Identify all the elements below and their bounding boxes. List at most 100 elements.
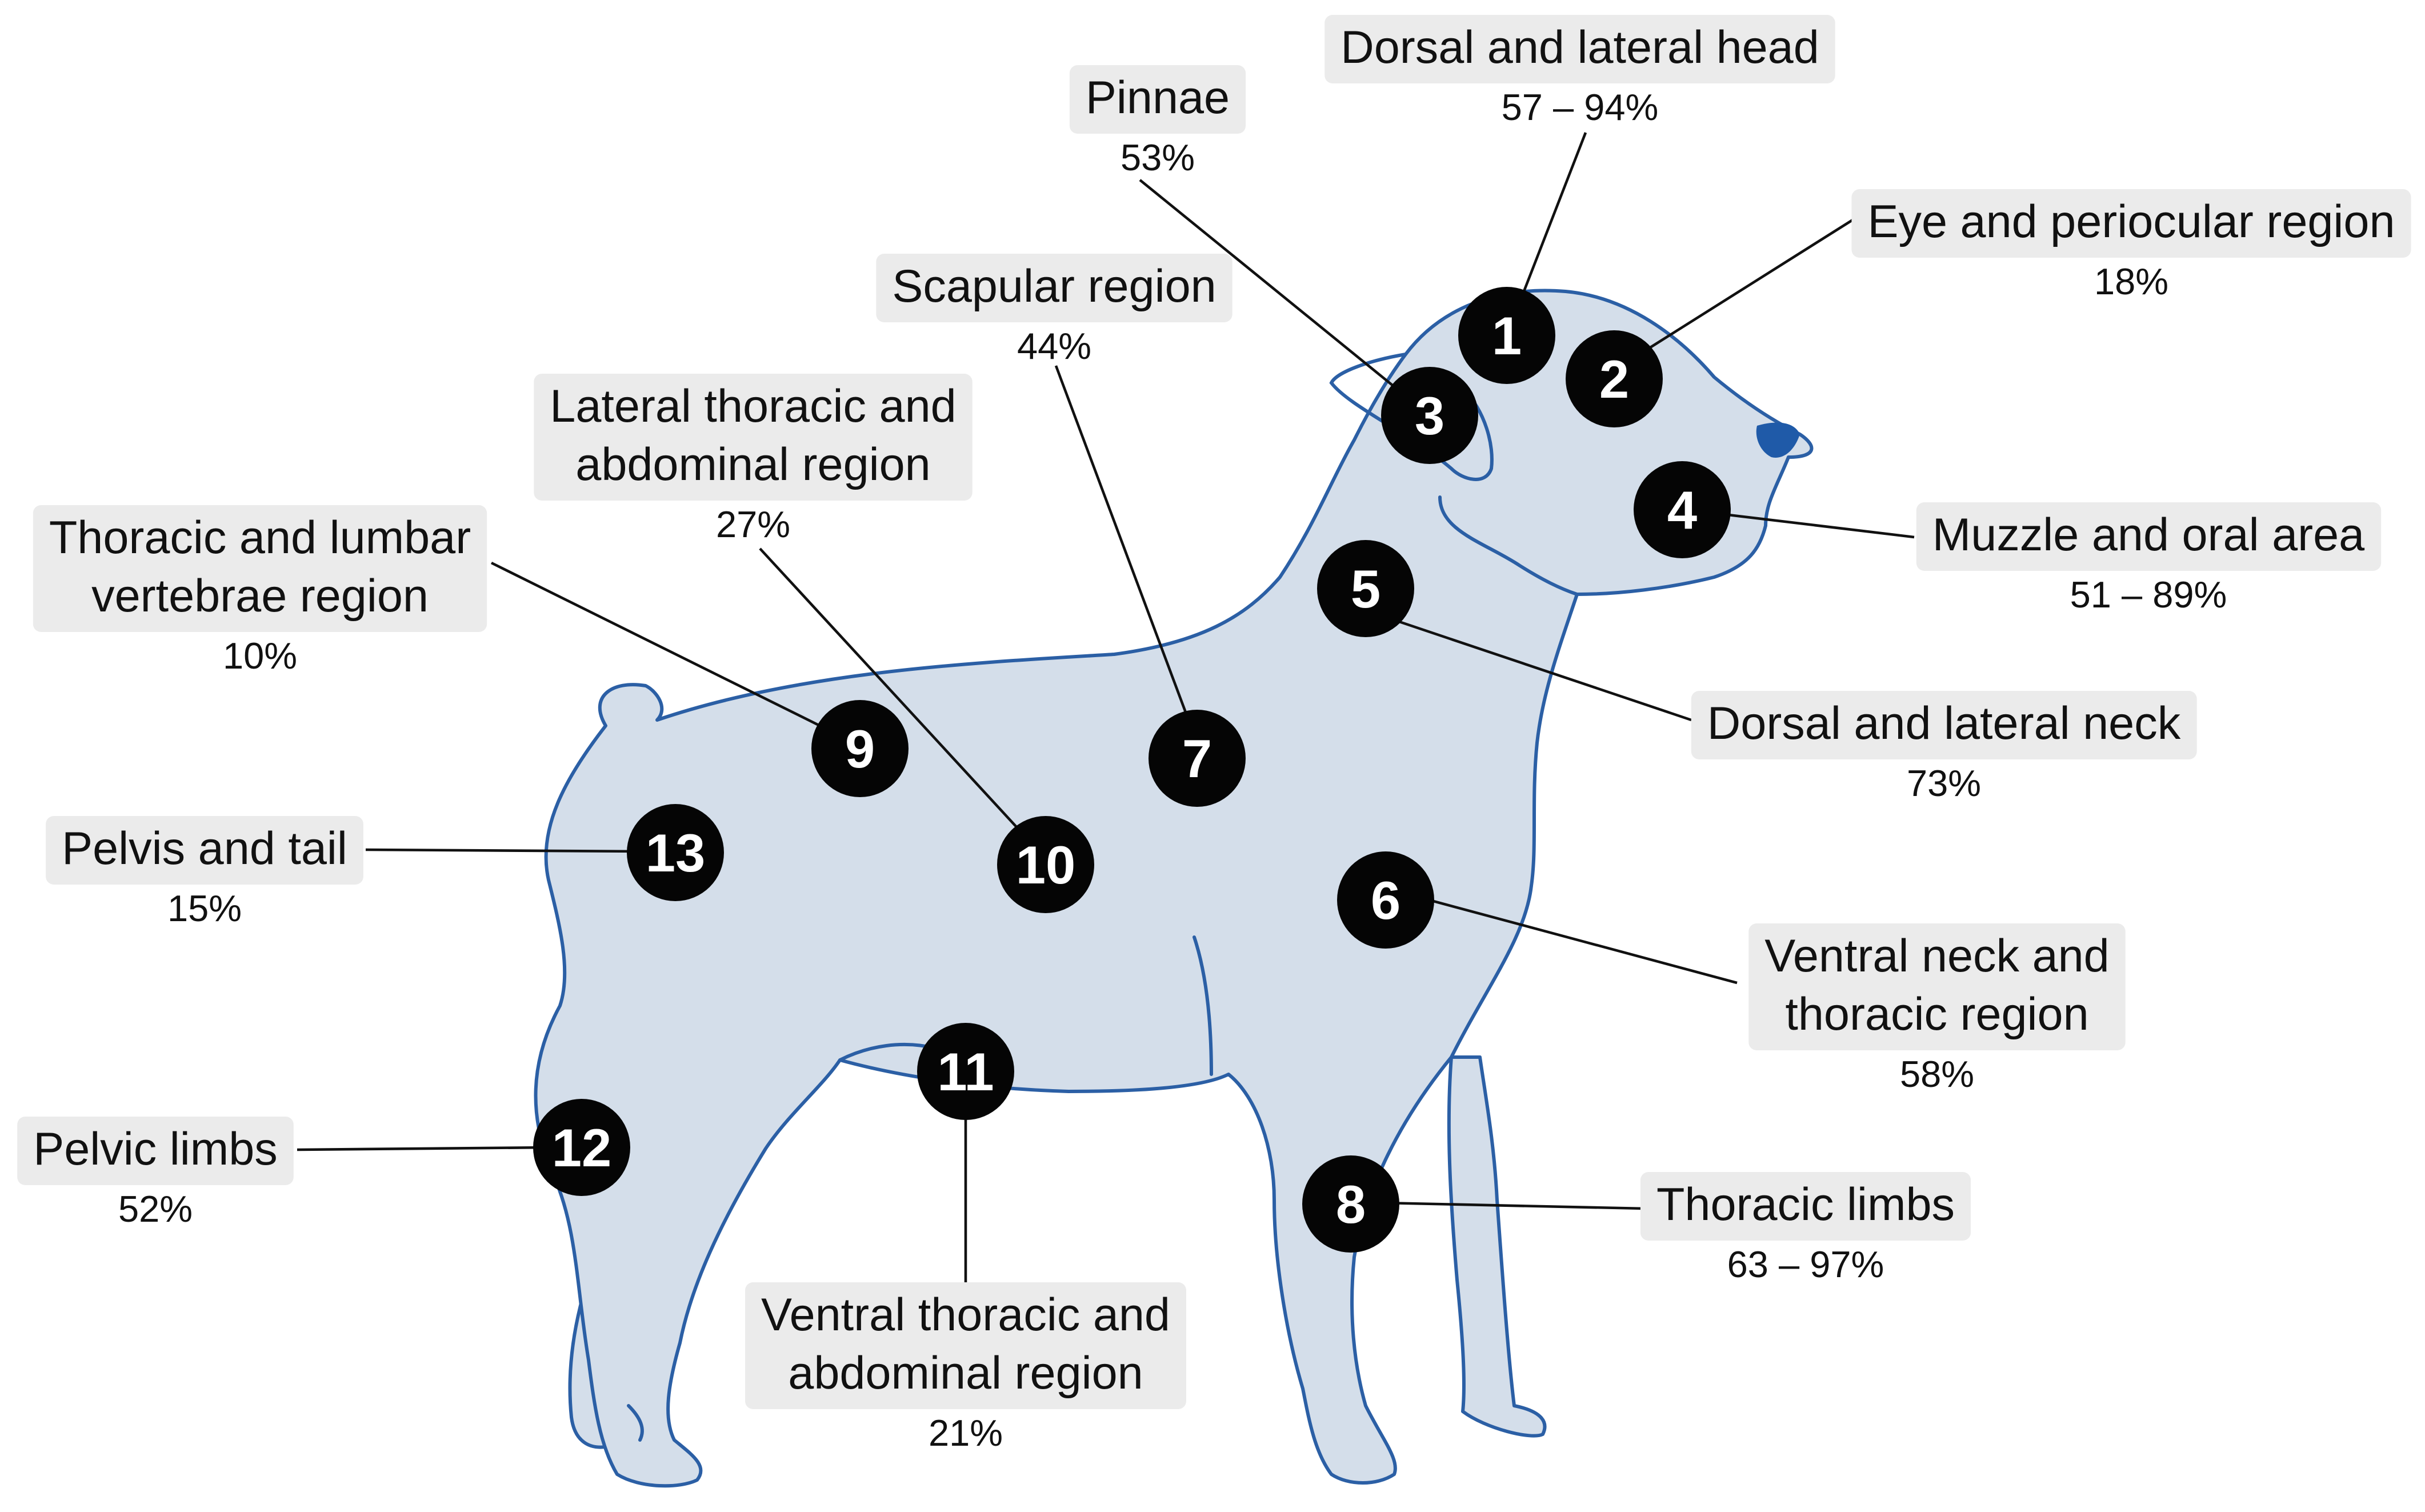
region-percentage-11: 21% [929, 1412, 1003, 1454]
region-percentage-6: 58% [1900, 1053, 1974, 1095]
marker-number-2: 2 [1599, 349, 1629, 409]
region-title-11-line-1: Ventral thoracic and [761, 1289, 1170, 1341]
marker-number-11: 11 [937, 1042, 994, 1102]
region-marker-5: 5 [1317, 540, 1414, 637]
marker-number-5: 5 [1351, 559, 1380, 619]
region-percentage-1: 57 – 94% [1502, 86, 1659, 128]
leader-line-4 [1714, 511, 1915, 539]
region-percentage-10: 27% [716, 503, 790, 545]
region-marker-8: 8 [1302, 1155, 1399, 1253]
leader-line-10 [759, 547, 1030, 841]
region-title-4: Muzzle and oral area [1932, 509, 2365, 561]
label-box-8 [1640, 1172, 1971, 1241]
region-percentage-5: 73% [1907, 762, 1981, 804]
leader-line-5 [1394, 618, 1692, 722]
region-title-2: Eye and periocular region [1867, 196, 2395, 247]
marker-circle-2 [1566, 330, 1663, 427]
hind-paw-line [627, 1404, 644, 1442]
jaw-line [1438, 495, 1579, 596]
label-box-4 [1916, 502, 2382, 571]
region-label-12: Pelvic limbs 52% [17, 1117, 294, 1230]
leader-line-9 [490, 561, 833, 733]
marker-number-1: 1 [1492, 306, 1522, 366]
label-box-7 [876, 254, 1232, 322]
region-label-9: Thoracic and lumbar vertebrae region 10% [33, 505, 487, 677]
label-box-6 [1748, 923, 2126, 1050]
region-percentage-4: 51 – 89% [2070, 574, 2227, 615]
marker-circle-4 [1634, 461, 1731, 558]
label-box-9 [33, 505, 487, 632]
leader-lines [297, 132, 1915, 1283]
region-label-1: Dorsal and lateral head 57 – 94% [1324, 15, 1835, 128]
region-title-10-line-2: abdominal region [575, 439, 930, 490]
region-label-11: Ventral thoracic and abdominal region 21% [745, 1282, 1186, 1454]
marker-number-8: 8 [1336, 1174, 1366, 1234]
region-title-12: Pelvic limbs [33, 1123, 278, 1175]
marker-circle-5 [1317, 540, 1414, 637]
label-box-12 [17, 1117, 294, 1185]
region-title-7: Scapular region [892, 261, 1216, 312]
region-title-8: Thoracic limbs [1656, 1179, 1955, 1230]
region-title-13: Pelvis and tail [62, 823, 347, 874]
region-percentage-12: 52% [118, 1188, 193, 1230]
region-title-9-line-1: Thoracic and lumbar [49, 512, 471, 563]
region-marker-13: 13 [627, 804, 724, 901]
leader-line-12 [297, 1146, 549, 1151]
region-title-1: Dorsal and lateral head [1340, 22, 1819, 73]
leader-line-2 [1647, 216, 1858, 350]
region-marker-6: 6 [1337, 851, 1434, 949]
region-title-9-line-2: vertebrae region [91, 570, 429, 622]
marker-number-3: 3 [1415, 386, 1444, 446]
marker-circle-11 [917, 1023, 1014, 1120]
leader-line-7 [1054, 365, 1199, 743]
region-labels: Dorsal and lateral head 57 – 94% Eye and p… [17, 15, 2411, 1454]
region-marker-11: 11 [917, 1023, 1014, 1120]
foreleg-line [1193, 935, 1213, 1076]
label-box-1 [1324, 15, 1835, 83]
region-marker-4: 4 [1634, 461, 1731, 558]
marker-number-4: 4 [1667, 480, 1697, 540]
region-label-4: Muzzle and oral area 51 – 89% [1916, 502, 2382, 615]
region-percentage-13: 15% [167, 887, 242, 929]
label-box-5 [1691, 691, 2197, 759]
region-label-2: Eye and periocular region 18% [1851, 189, 2411, 302]
region-label-10: Lateral thoracic and abdominal region 27% [534, 374, 973, 545]
marker-number-7: 7 [1182, 729, 1212, 789]
region-percentage-2: 18% [2094, 261, 2168, 302]
region-marker-7: 7 [1149, 710, 1246, 807]
marker-number-13: 13 [646, 823, 706, 883]
marker-circle-9 [811, 700, 909, 797]
region-marker-1: 1 [1458, 287, 1555, 384]
region-marker-9: 9 [811, 700, 909, 797]
region-label-5: Dorsal and lateral neck 73% [1691, 691, 2197, 804]
far-thoracic-leg [1447, 1055, 1547, 1438]
label-box-11 [745, 1282, 1186, 1409]
marker-circle-8 [1302, 1155, 1399, 1253]
region-title-11-line-2: abdominal region [788, 1347, 1143, 1399]
region-percentage-8: 63 – 97% [1727, 1243, 1884, 1285]
label-box-10 [534, 374, 973, 501]
marker-circle-12 [533, 1099, 630, 1196]
marker-circle-3 [1381, 367, 1478, 464]
marker-circle-1 [1458, 287, 1555, 384]
region-title-6-line-2: thoracic region [1785, 989, 2088, 1040]
region-label-8: Thoracic limbs 63 – 97% [1640, 1172, 1971, 1285]
region-marker-12: 12 [533, 1099, 630, 1196]
leader-line-3 [1139, 179, 1431, 417]
marker-number-9: 9 [845, 719, 875, 779]
label-box-2 [1851, 189, 2411, 258]
region-percentage-9: 10% [223, 635, 297, 677]
region-marker-2: 2 [1566, 330, 1663, 427]
region-title-3: Pinnae [1086, 72, 1230, 123]
region-label-13: Pelvis and tail 15% [46, 816, 363, 929]
dog-body [534, 289, 1814, 1488]
dog-silhouette [534, 289, 1814, 1488]
marker-number-6: 6 [1371, 870, 1400, 930]
region-title-5: Dorsal and lateral neck [1707, 698, 2181, 749]
region-title-10-line-1: Lateral thoracic and [550, 381, 956, 432]
marker-number-12: 12 [552, 1118, 612, 1178]
